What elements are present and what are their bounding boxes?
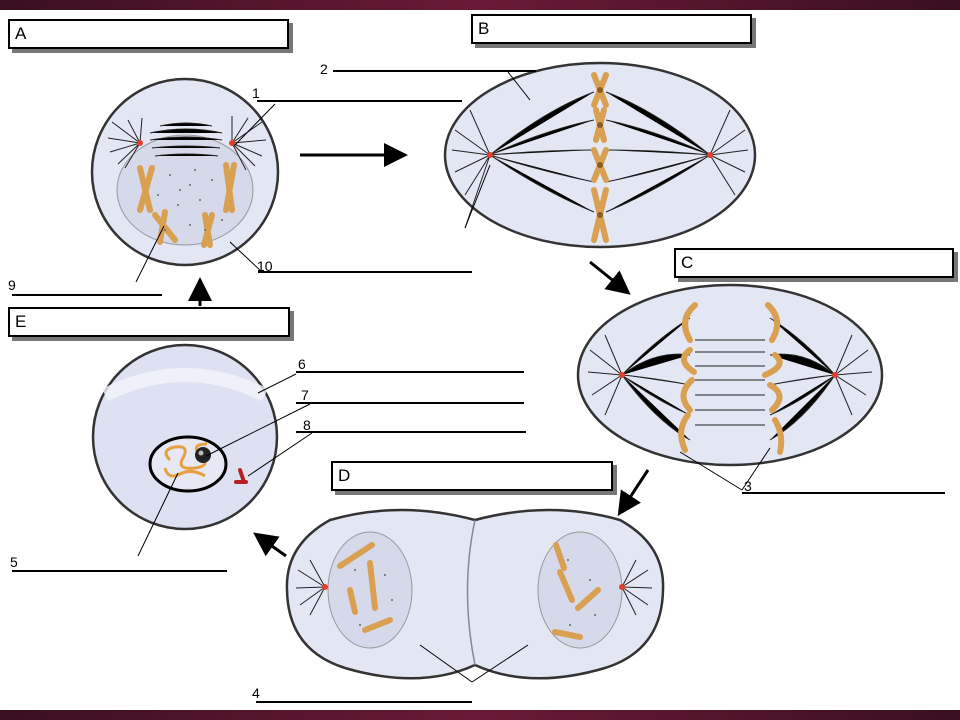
label-9: 9	[8, 277, 16, 293]
pointer-lines	[135, 71, 771, 683]
stage-box-c[interactable]: C	[674, 248, 954, 278]
arrow-c-to-d	[617, 469, 650, 517]
chromosomes-a	[137, 162, 237, 248]
nucleus-dots-a	[157, 169, 223, 231]
spindle-fibers-b	[451, 91, 749, 229]
cell-e-interphase	[91, 343, 279, 531]
centrosome-d-left	[322, 584, 328, 590]
label-10: 10	[257, 258, 273, 274]
centrosome-a-left	[137, 140, 143, 146]
stage-label-b: B	[478, 19, 490, 38]
centrosome-d-right	[619, 584, 625, 590]
nucleus-envelope	[148, 435, 228, 493]
spindle-fibers-d	[295, 559, 653, 616]
spindle-fibers-c	[587, 317, 873, 441]
arrow-d-to-e	[253, 532, 287, 558]
cell-b-metaphase	[443, 61, 757, 249]
stage-label-a: A	[15, 24, 27, 43]
bottom-frame-bar	[0, 710, 960, 720]
cell-a-prophase	[90, 77, 280, 267]
label-1: 1	[252, 85, 260, 101]
answer-lines	[12, 70, 945, 703]
label-4: 4	[252, 685, 260, 701]
label-3: 3	[744, 478, 752, 494]
cell-d-telophase	[285, 508, 665, 680]
stage-box-e[interactable]: E	[8, 307, 290, 337]
chromosomes-d	[337, 542, 601, 640]
centrosome-a-right	[229, 140, 235, 146]
centrosome-b-right	[707, 152, 713, 158]
label-5: 5	[10, 554, 18, 570]
label-2: 2	[320, 61, 328, 77]
stage-label-e: E	[15, 312, 27, 331]
stage-box-a[interactable]: A	[8, 19, 289, 49]
arrow-b-to-c	[589, 260, 631, 295]
centrosome-c-left	[619, 372, 625, 378]
nucleolus	[195, 447, 211, 463]
stage-box-d[interactable]: D	[331, 461, 613, 491]
label-7: 7	[301, 387, 309, 403]
cell-c-anaphase	[576, 283, 884, 467]
stage-box-b[interactable]: B	[471, 14, 752, 44]
label-8: 8	[303, 417, 311, 433]
stage-label-d: D	[338, 466, 351, 485]
label-6: 6	[298, 356, 306, 372]
top-frame-bar	[0, 0, 960, 10]
spindle-fibers-a	[107, 116, 267, 171]
centriole-pair	[234, 468, 248, 484]
centrosome-c-right	[832, 372, 838, 378]
chromosomes-c	[678, 302, 785, 455]
stage-label-c: C	[681, 253, 694, 272]
centrosome-b-left	[487, 152, 493, 158]
stage-arrows	[188, 143, 650, 558]
